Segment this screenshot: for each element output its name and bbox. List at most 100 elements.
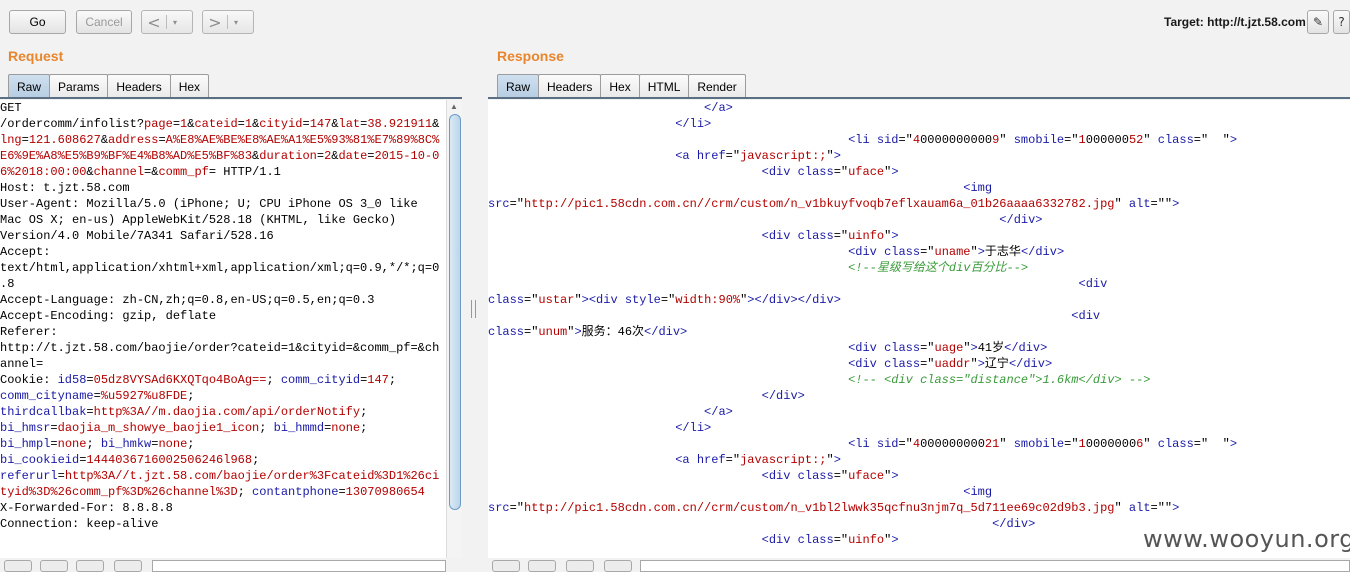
code-token: = xyxy=(338,485,346,499)
code-token: = xyxy=(360,117,368,131)
code-token: 2015-10-0 xyxy=(374,149,440,163)
code-token: ></div></div> xyxy=(747,293,841,307)
scroll-thumb[interactable] xyxy=(449,114,461,510)
tab-hex[interactable]: Hex xyxy=(600,74,640,98)
code-token: = xyxy=(151,437,159,451)
code-token: " xyxy=(884,229,892,243)
code-line: Accept-Encoding: gzip, deflate xyxy=(0,308,446,324)
toolbar: Go Cancel < ▾ > ▾ Target: http://t.jzt.5… xyxy=(0,0,1350,44)
add-button[interactable] xyxy=(566,560,594,572)
code-token: <div xyxy=(761,533,798,547)
code-token: </div> xyxy=(761,389,805,403)
code-token: none xyxy=(331,421,361,435)
tab-headers[interactable]: Headers xyxy=(107,74,171,98)
code-token: E6%9E%A8%E5%B9%BF%E4%B8%AD%E5%BF%83 xyxy=(0,149,253,163)
code-token: </a> xyxy=(704,405,733,419)
tab-render[interactable]: Render xyxy=(688,74,746,98)
pane-splitter[interactable] xyxy=(471,300,476,318)
code-token xyxy=(488,101,704,115)
tab-hex[interactable]: Hex xyxy=(169,74,210,98)
help-button[interactable]: ? xyxy=(1333,10,1350,34)
code-token: A%E8%AE%BE%E8%AE%A1%E5%93%81%E7%89%8C% xyxy=(165,133,440,147)
code-token: > xyxy=(970,341,978,355)
code-line: Host: t.jzt.58.com xyxy=(0,180,446,196)
code-token: 1 xyxy=(1078,437,1086,451)
scroll-up-arrow-icon[interactable]: ▲ xyxy=(450,102,458,111)
code-line: bi_cookieid=1444036716002506246l968; xyxy=(0,452,446,468)
code-token: 1 xyxy=(244,117,253,131)
code-line: <a href="javascript:;"> xyxy=(488,452,1350,468)
next-button[interactable] xyxy=(604,560,632,572)
code-token: Accept-Encoding: gzip, deflate xyxy=(0,309,217,323)
code-token: = xyxy=(237,117,245,131)
go-button[interactable]: Go xyxy=(9,10,66,34)
code-line: src="http://pic1.58cdn.com.cn//crm/custo… xyxy=(488,500,1350,516)
back-button[interactable]: < ▾ xyxy=(141,10,193,34)
request-editor[interactable]: GET/ordercomm/infolist?page=1&cateid=1&c… xyxy=(0,100,446,558)
code-token: <li xyxy=(848,133,877,147)
code-token: unum xyxy=(538,325,568,339)
code-line: comm_cityname=%u5927%u8FDE; xyxy=(0,388,446,404)
code-token xyxy=(488,181,963,195)
code-line: </a> xyxy=(488,404,1350,420)
code-token: 于志华 xyxy=(984,245,1021,259)
code-line: Mac OS X; en-us) AppleWebKit/528.18 (KHT… xyxy=(0,212,446,228)
code-line: .8 xyxy=(0,276,446,292)
code-line: GET xyxy=(0,100,446,116)
code-token: daojia_m_showye_baojie1_icon xyxy=(57,421,260,435)
previous-button[interactable] xyxy=(528,560,556,572)
code-token: </div> xyxy=(1004,341,1048,355)
code-token: <!-- <div class="distance">1.6km</div> -… xyxy=(848,373,1151,387)
code-token xyxy=(488,389,762,403)
code-token: uaddr xyxy=(934,357,971,371)
edit-target-button[interactable]: ✎ xyxy=(1307,10,1329,34)
forward-button[interactable]: > ▾ xyxy=(202,10,254,34)
code-token: none xyxy=(57,437,87,451)
request-search-input[interactable] xyxy=(152,560,446,572)
code-token: </li> xyxy=(675,117,712,131)
code-line: <div class="uinfo"> xyxy=(488,228,1350,244)
code-line: <img xyxy=(488,484,1350,500)
code-line: </li> xyxy=(488,116,1350,132)
response-search-input[interactable] xyxy=(640,560,1350,572)
code-token: lng xyxy=(0,133,22,147)
code-token xyxy=(488,437,848,451)
tab-params[interactable]: Params xyxy=(49,74,109,98)
next-button[interactable] xyxy=(114,560,142,572)
code-token: http://pic1.58cdn.com.cn//crm/custom/n_v… xyxy=(524,501,1115,515)
previous-button[interactable] xyxy=(40,560,68,572)
code-token: sid xyxy=(876,437,899,451)
tab-html[interactable]: HTML xyxy=(638,74,690,98)
request-scrollbar[interactable]: ▲ xyxy=(446,100,462,558)
code-token: smobile xyxy=(1013,437,1065,451)
code-token: smobile xyxy=(1013,133,1065,147)
code-line: text/html,application/xhtml+xml,applicat… xyxy=(0,260,446,276)
code-token: bi_hmmd xyxy=(273,421,325,435)
code-token: class xyxy=(797,533,834,547)
code-token: User-Agent: Mozilla/5.0 (iPhone; U; CPU … xyxy=(0,197,418,211)
code-token: </li> xyxy=(675,421,712,435)
code-token: = xyxy=(57,469,65,483)
tab-raw[interactable]: Raw xyxy=(8,74,51,98)
code-line: src="http://pic1.58cdn.com.cn//crm/custo… xyxy=(488,196,1350,212)
code-token: src xyxy=(488,197,510,211)
add-button[interactable] xyxy=(76,560,104,572)
cancel-button[interactable]: Cancel xyxy=(76,10,132,34)
help-button[interactable] xyxy=(492,560,520,572)
code-token: </div> xyxy=(992,517,1036,531)
code-line: Version/4.0 Mobile/7A341 Safari/528.16 xyxy=(0,228,446,244)
code-token: =" " xyxy=(1193,437,1230,451)
tab-raw[interactable]: Raw xyxy=(497,74,540,98)
code-token: =" xyxy=(660,293,676,307)
response-editor[interactable]: </a> </li> <li sid="400000000009" smobil… xyxy=(488,100,1350,558)
code-token: class xyxy=(1157,133,1194,147)
code-token: ; xyxy=(266,373,281,387)
code-token: comm_pf xyxy=(158,165,209,179)
code-line: X-Forwarded-For: 8.8.8.8 xyxy=(0,500,446,516)
tab-headers[interactable]: Headers xyxy=(538,74,602,98)
code-token: & xyxy=(86,165,94,179)
code-line: <li sid="400000000021" smobile="10000000… xyxy=(488,436,1350,452)
help-button[interactable] xyxy=(4,560,32,572)
code-line: <li sid="400000000009" smobile="10000005… xyxy=(488,132,1350,148)
response-tabs: Raw Headers Hex HTML Render xyxy=(497,74,746,98)
